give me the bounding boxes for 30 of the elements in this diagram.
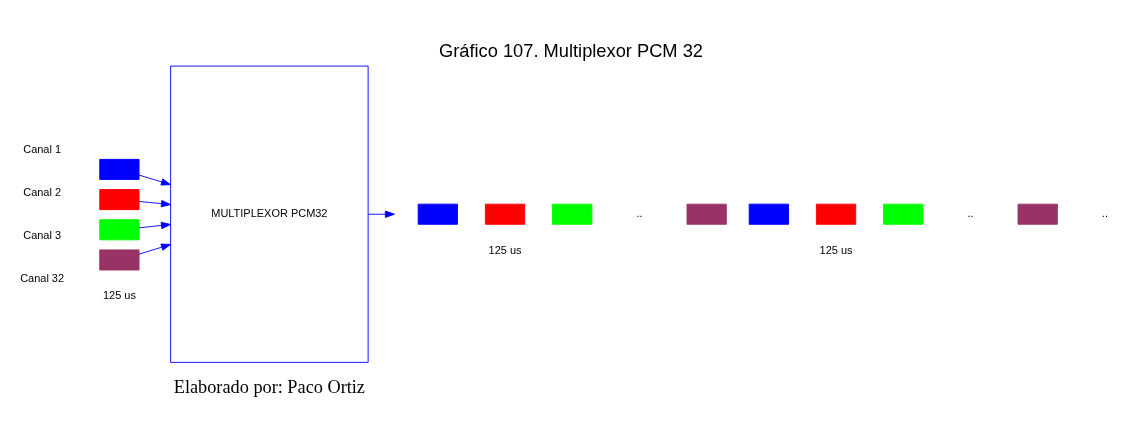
arrow (138, 243, 172, 255)
node-box (417, 203, 458, 225)
label: .. (636, 207, 643, 220)
node-label: Canal 32 (20, 271, 65, 284)
label: .. (967, 207, 974, 220)
node-label: Canal 2 (23, 186, 62, 199)
arrow (138, 221, 172, 230)
arrow (138, 174, 172, 186)
node-label: Canal 3 (23, 229, 62, 242)
arrow (138, 200, 172, 208)
node-label: Canal 1 (23, 143, 62, 156)
node-box (552, 203, 593, 225)
diagram-title: Gráfico 107. Multiplexor PCM 32 (439, 39, 703, 61)
node-box (883, 203, 924, 225)
node-box (815, 203, 857, 225)
node-box (484, 203, 526, 225)
node-box (686, 203, 727, 225)
node-box (99, 158, 140, 180)
label: 125 us (819, 243, 853, 256)
label: .. (1101, 207, 1108, 220)
node-box (748, 203, 789, 225)
arrow (367, 210, 395, 218)
node-box (1017, 203, 1058, 225)
node-box (99, 219, 140, 241)
label: 125 us (102, 289, 136, 302)
node-box: MULTIPLEXOR PCM32 (170, 65, 369, 363)
label: 125 us (488, 243, 522, 256)
caption: Elaborado por: Paco Ortiz (173, 377, 365, 398)
node-box (99, 249, 140, 271)
node-box (99, 189, 140, 211)
